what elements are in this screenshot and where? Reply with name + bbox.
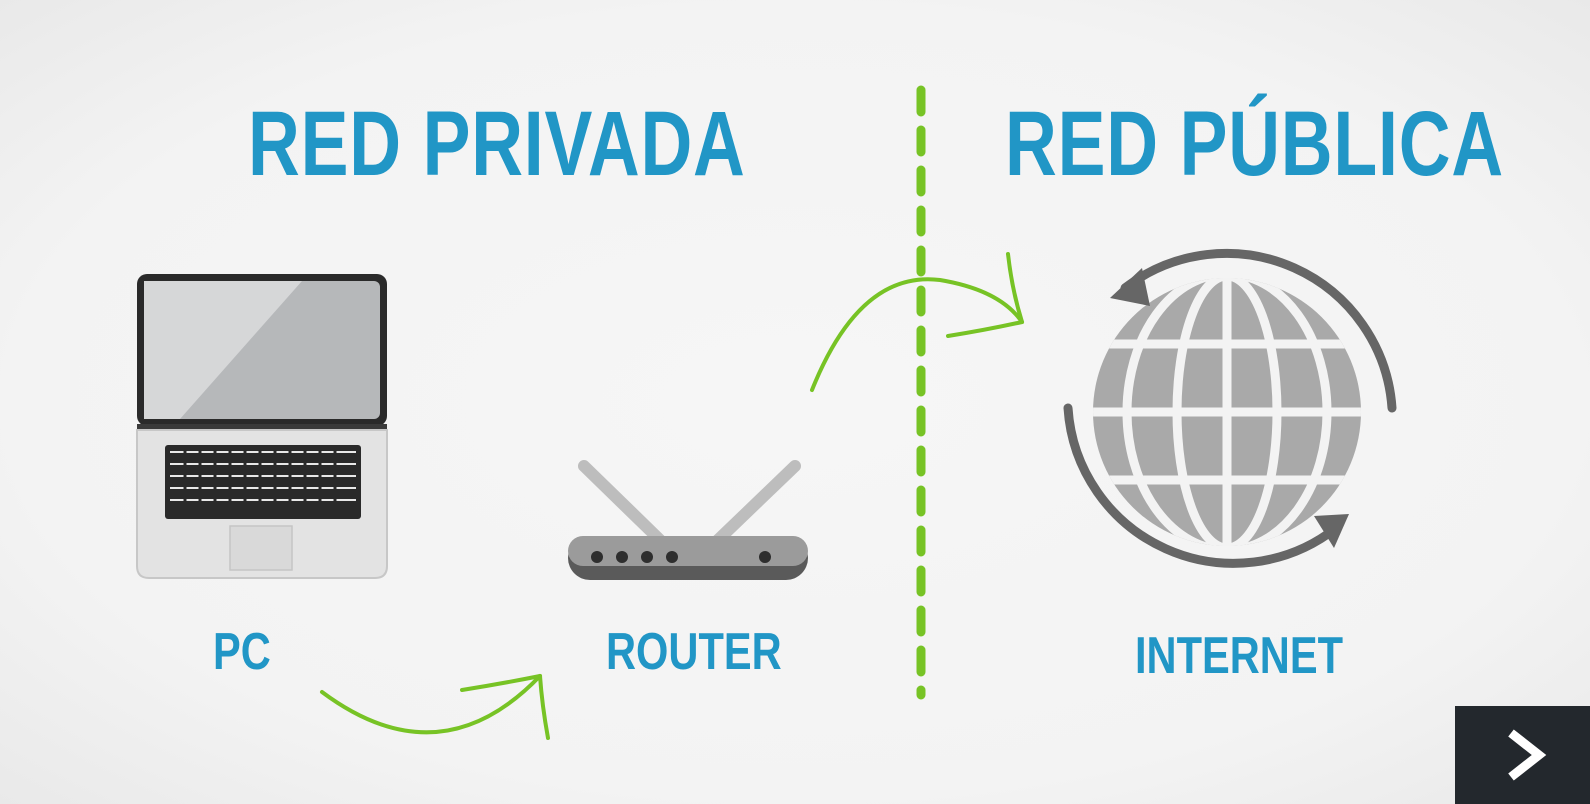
node-label-pc: PC bbox=[213, 623, 271, 681]
next-button[interactable] bbox=[1455, 706, 1590, 804]
title-public-network: RED PÚBLICA bbox=[1005, 93, 1504, 195]
router-icon bbox=[568, 460, 808, 580]
laptop-icon bbox=[136, 274, 388, 579]
globe-icon bbox=[1063, 248, 1397, 568]
title-private-network: RED PRIVADA bbox=[248, 93, 746, 195]
node-label-router: ROUTER bbox=[606, 623, 782, 681]
arrow-pc-to-router bbox=[320, 674, 550, 740]
arrow-router-to-internet bbox=[810, 252, 1024, 392]
node-label-internet: INTERNET bbox=[1135, 627, 1343, 685]
chevron-right-icon bbox=[1507, 729, 1546, 781]
